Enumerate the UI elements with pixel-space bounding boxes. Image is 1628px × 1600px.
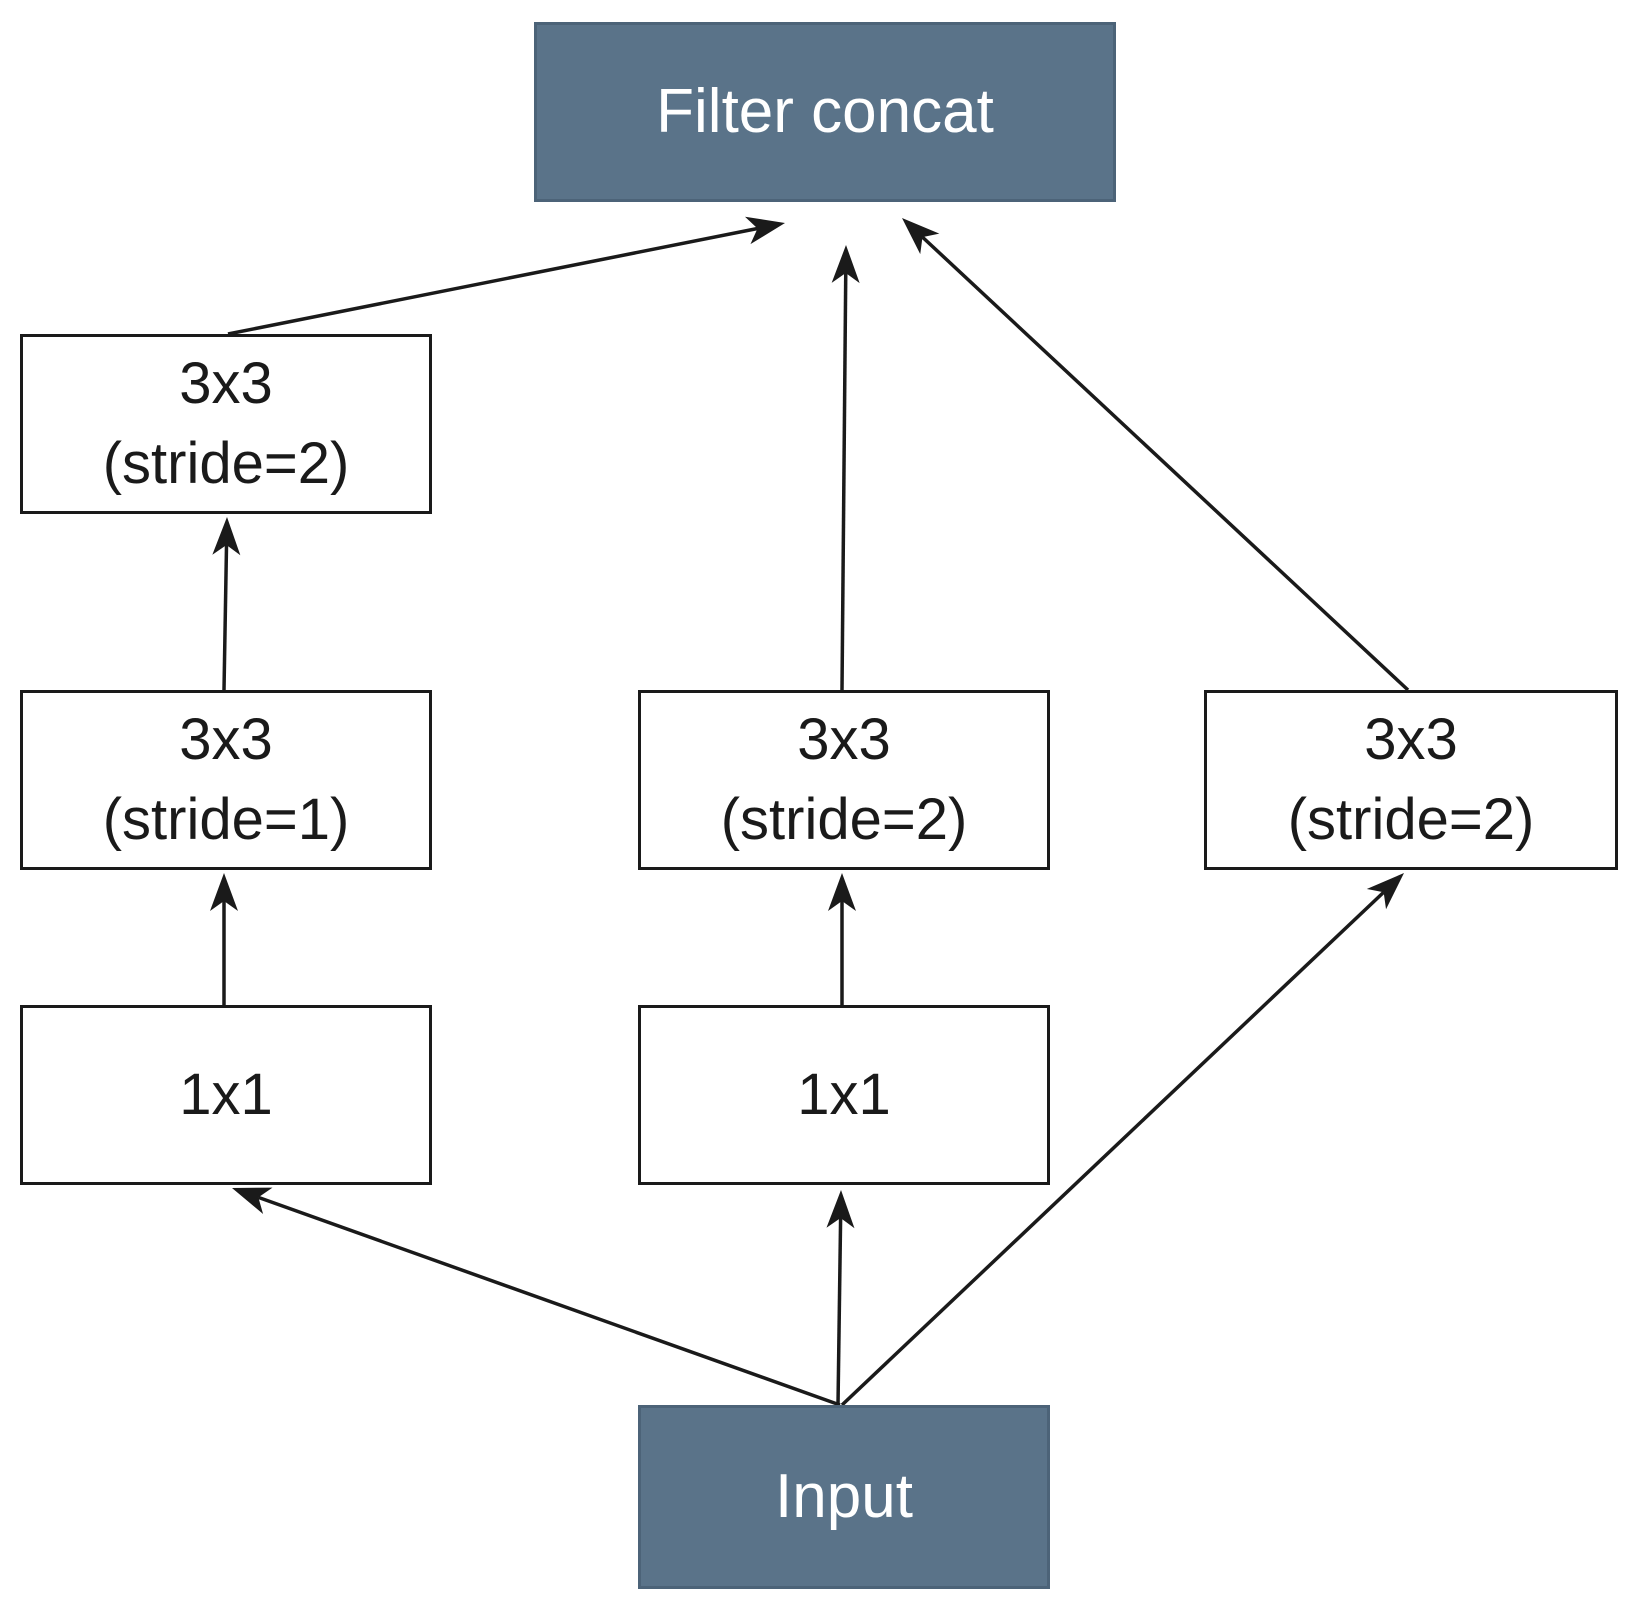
edge-input-to-branch-c-conv3x3-s2: [840, 890, 1385, 1407]
branch-a-conv3x3-stride2-stride: (stride=2): [102, 431, 350, 496]
branch-a-conv3x3-stride2-kernel: 3x3: [179, 351, 273, 416]
edge-branch-a-conv3x3-s2-to-concat-arrowhead: [744, 216, 785, 245]
edge-input-to-branch-c-conv3x3-s2-arrowhead: [1366, 873, 1404, 910]
branch-c-conv3x3-stride2-stride: (stride=2): [1287, 787, 1535, 852]
edge-input-to-branch-b-conv1x1: [836, 1217, 843, 1406]
branch-a-conv3x3-stride2-node: 3x3 (stride=2): [20, 334, 432, 514]
edge-branch-b-conv3x3-s2-to-concat: [840, 272, 848, 691]
edge-branch-b-conv3x3-s2-to-concat-arrowhead: [831, 245, 860, 284]
edge-branch-a-conv3x3-s1-to-branch-a-conv3x3-s2: [222, 544, 229, 691]
branch-b-conv1x1-label: 1x1: [797, 1062, 891, 1127]
input-label: Input: [775, 1462, 913, 1531]
filter-concat-label: Filter concat: [656, 77, 994, 146]
edge-input-to-branch-b-conv1x1-arrowhead: [826, 1190, 855, 1229]
edge-branch-c-conv3x3-s2-to-concat: [921, 235, 1410, 692]
branch-a-conv3x3-stride1-kernel: 3x3: [179, 707, 273, 772]
edge-branch-a-conv3x3-s1-to-branch-a-conv3x3-s2-arrowhead: [212, 517, 241, 556]
branch-b-conv1x1-node: 1x1: [638, 1005, 1050, 1185]
branch-b-conv3x3-stride2-stride: (stride=2): [720, 787, 968, 852]
edge-input-to-branch-a-conv1x1: [257, 1195, 841, 1407]
filter-concat-node: Filter concat: [534, 22, 1116, 202]
branch-a-conv3x3-stride1-stride: (stride=1): [102, 787, 350, 852]
edge-branch-c-conv3x3-s2-to-concat-arrowhead: [902, 218, 940, 255]
branch-c-conv3x3-stride2-kernel: 3x3: [1364, 707, 1458, 772]
input-node: Input: [638, 1405, 1050, 1589]
edge-branch-b-conv1x1-to-branch-b-conv3x3-s2-arrowhead: [828, 873, 856, 911]
edge-input-to-branch-a-conv1x1-arrowhead: [232, 1187, 273, 1214]
branch-b-conv3x3-stride2-kernel: 3x3: [797, 707, 891, 772]
branch-a-conv1x1-label: 1x1: [179, 1062, 273, 1127]
edge-branch-a-conv3x3-s2-to-concat: [227, 226, 758, 336]
branch-a-conv3x3-stride1-node: 3x3 (stride=1): [20, 690, 432, 870]
branch-b-conv3x3-stride2-node: 3x3 (stride=2): [638, 690, 1050, 870]
branch-c-conv3x3-stride2-node: 3x3 (stride=2): [1204, 690, 1618, 870]
branch-a-conv1x1-node: 1x1: [20, 1005, 432, 1185]
edge-branch-a-conv1x1-to-branch-a-conv3x3-s1-arrowhead: [210, 873, 238, 911]
